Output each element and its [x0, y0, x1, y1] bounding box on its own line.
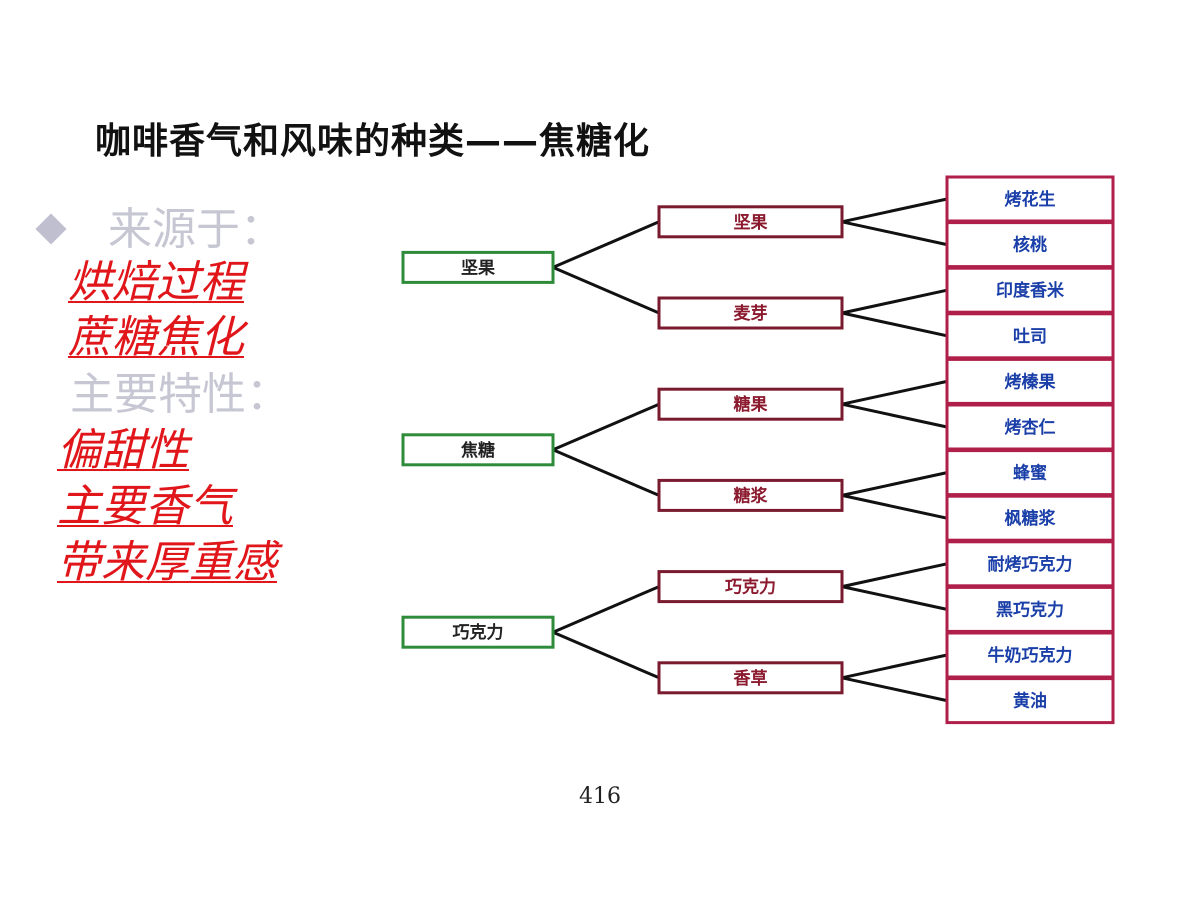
leaf-node-label: 印度香米 — [996, 280, 1065, 301]
leaf-node: 核桃 — [945, 221, 1115, 269]
leaf-node-label: 牛奶巧克力 — [988, 645, 1073, 666]
leaf-node-box — [945, 357, 1115, 405]
leaf-node-box — [945, 585, 1115, 633]
tree-nodes: 烤花生核桃坚果印度香米吐司麦芽坚果烤榛果烤杏仁糖果蜂蜜枫糖浆糖浆焦糖耐烤巧克力黑… — [401, 175, 1115, 725]
category-node-box — [657, 387, 844, 421]
leaf-node: 耐烤巧克力 — [945, 540, 1115, 588]
leaf-node: 烤杏仁 — [945, 403, 1115, 451]
leaf-node: 牛奶巧克力 — [945, 631, 1115, 679]
connector-category-to-leaf — [841, 562, 948, 589]
category-node-box — [657, 661, 844, 695]
leaf-node-box — [945, 312, 1115, 360]
leaf-node: 黄油 — [945, 677, 1115, 725]
leaf-node-label: 枫糖浆 — [1005, 508, 1057, 529]
leaf-node-box — [945, 403, 1115, 451]
category-node-box — [657, 570, 844, 604]
category-node: 坚果 — [657, 205, 844, 239]
characteristics-heading: 主要特性： — [70, 369, 290, 420]
group-node-box — [401, 250, 555, 284]
group-node-label: 焦糖 — [460, 440, 495, 461]
category-node-label: 坚果 — [734, 213, 768, 233]
leaf-node-box — [945, 494, 1115, 542]
leaf-node-box — [945, 221, 1115, 269]
category-node-label: 麦芽 — [734, 303, 768, 324]
connector-category-to-leaf — [841, 379, 948, 406]
group-node-box — [401, 615, 555, 649]
leaf-node-box — [945, 540, 1115, 588]
source-heading: 来源于： — [108, 204, 284, 255]
connector-category-to-leaf — [841, 288, 948, 315]
characteristic-body: 带来厚重感 — [57, 537, 277, 588]
connector-group-to-category — [552, 585, 660, 634]
source-item-sucrose-caramelization: 蔗糖焦化 — [68, 312, 244, 363]
leaf-node-label: 黄油 — [1013, 691, 1047, 712]
group-node-label: 巧克力 — [453, 622, 504, 643]
connector-category-to-leaf — [841, 311, 948, 338]
connector-category-to-leaf — [841, 471, 948, 497]
group-node: 巧克力 — [401, 615, 555, 649]
connector-category-to-leaf — [841, 653, 948, 680]
category-node: 香草 — [657, 661, 844, 695]
leaf-node: 黑巧克力 — [945, 585, 1115, 633]
leaf-node-label: 烤花生 — [1005, 189, 1056, 210]
connector-category-to-leaf — [841, 197, 948, 224]
characteristic-sweetness: 偏甜性 — [57, 425, 189, 476]
category-node: 糖浆 — [657, 478, 844, 512]
leaf-node-label: 烤榛果 — [1005, 371, 1056, 392]
leaf-node-label: 吐司 — [1013, 327, 1047, 347]
leaf-node-box — [945, 449, 1115, 497]
category-node-box — [657, 296, 844, 330]
connector-category-to-leaf — [841, 676, 948, 703]
leaf-node-label: 蜂蜜 — [1013, 463, 1047, 484]
group-node-box — [401, 433, 555, 467]
leaf-node-label: 烤杏仁 — [1005, 417, 1056, 438]
leaf-node: 烤榛果 — [945, 357, 1115, 405]
source-item-roasting: 烘焙过程 — [68, 257, 244, 308]
page-number: 416 — [579, 784, 621, 809]
connector-group-to-category — [552, 220, 660, 269]
leaf-node-label: 黑巧克力 — [996, 599, 1064, 620]
connector-category-to-leaf — [841, 402, 948, 429]
connector-group-to-category — [552, 402, 660, 452]
leaf-node-box — [945, 175, 1115, 223]
leaf-node: 枫糖浆 — [945, 494, 1115, 542]
category-node-box — [657, 205, 844, 239]
connector-group-to-category — [552, 266, 660, 315]
leaf-node: 蜂蜜 — [945, 449, 1115, 497]
leaf-node-box — [945, 631, 1115, 679]
group-node: 焦糖 — [401, 433, 555, 467]
category-node-box — [657, 478, 844, 512]
category-node: 巧克力 — [657, 570, 844, 604]
leaf-node-label: 耐烤巧克力 — [988, 554, 1073, 575]
group-node-label: 坚果 — [461, 258, 495, 278]
tree-connectors — [552, 197, 948, 703]
connector-category-to-leaf — [841, 493, 948, 520]
leaf-node: 印度香米 — [945, 266, 1115, 314]
connector-group-to-category — [552, 448, 660, 497]
connector-group-to-category — [552, 630, 660, 680]
category-node-label: 糖果 — [734, 394, 768, 415]
category-node-label: 糖浆 — [734, 485, 769, 506]
leaf-node: 烤花生 — [945, 175, 1115, 223]
group-node: 坚果 — [401, 250, 555, 284]
connector-category-to-leaf — [841, 585, 948, 611]
leaf-node-label: 核桃 — [1013, 235, 1047, 256]
leaf-node-box — [945, 677, 1115, 725]
category-node-label: 香草 — [734, 669, 768, 689]
leaf-node: 吐司 — [945, 312, 1115, 360]
category-node: 麦芽 — [657, 296, 844, 330]
category-node-label: 巧克力 — [725, 577, 776, 598]
characteristic-main-aroma: 主要香气 — [57, 481, 233, 532]
leaf-node-box — [945, 266, 1115, 314]
connector-category-to-leaf — [841, 220, 948, 247]
category-node: 糖果 — [657, 387, 844, 421]
slide-title: 咖啡香气和风味的种类——焦糖化 — [95, 121, 651, 162]
